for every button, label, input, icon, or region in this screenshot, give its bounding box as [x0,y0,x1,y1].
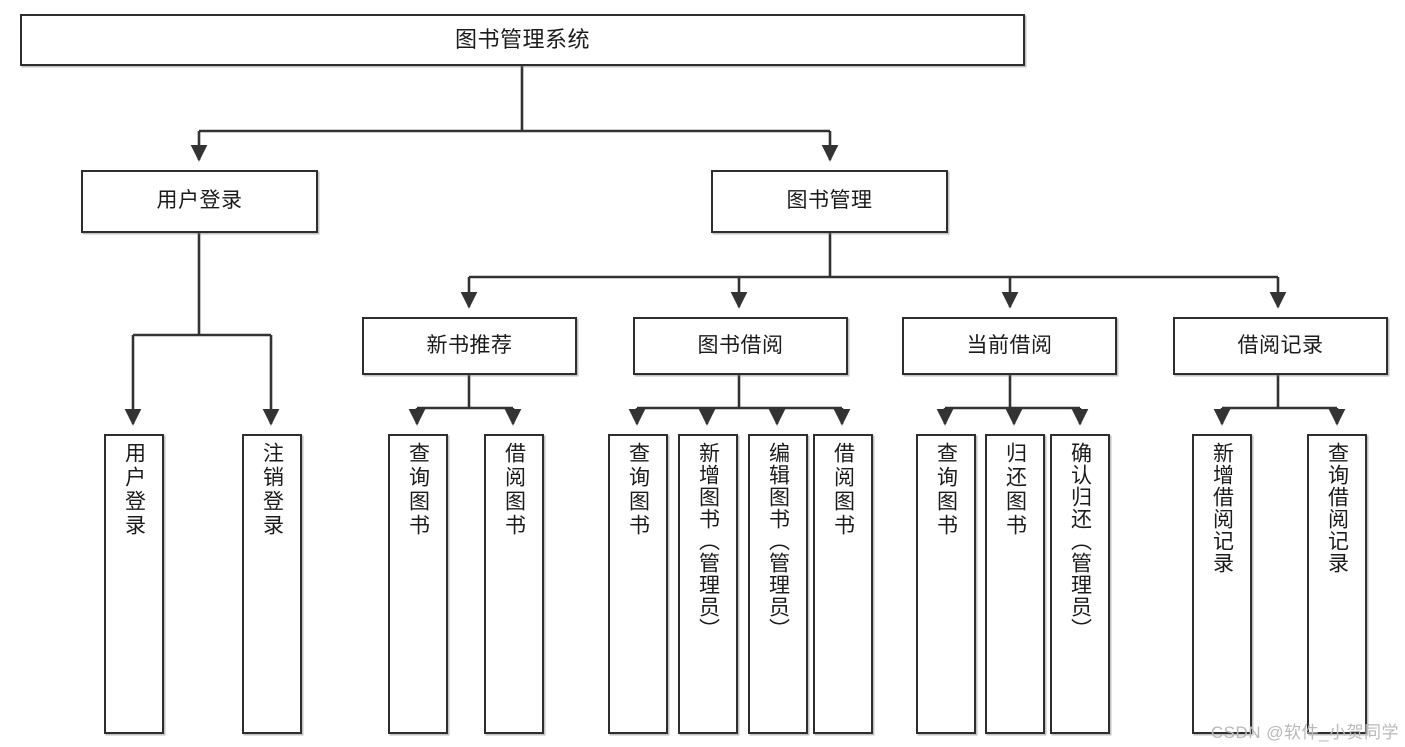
node-leaf-user-login[interactable]: 用户登录 [104,434,164,734]
node-new-book-recommend-label: 新书推荐 [426,333,513,357]
node-leaf-confirm-return-label: 确认归还（管理员） [1068,442,1092,640]
node-leaf-user-logout-label: 注销登录 [260,442,284,538]
node-root[interactable]: 图书管理系统 [20,14,1025,66]
node-book-manage-label: 图书管理 [786,189,873,213]
node-leaf-borrow-book-1-label: 借阅图书 [502,442,526,538]
node-leaf-query-record[interactable]: 查询借阅记录 [1307,434,1367,734]
node-leaf-borrow-book-2[interactable]: 借阅图书 [813,434,873,734]
node-leaf-query-book-3[interactable]: 查询图书 [916,434,976,734]
node-leaf-add-book-label: 新增图书（管理员） [696,442,720,640]
node-leaf-confirm-return[interactable]: 确认归还（管理员） [1050,434,1110,734]
node-leaf-query-record-label: 查询借阅记录 [1325,442,1349,574]
node-leaf-query-book-1-label: 查询图书 [406,442,430,538]
node-leaf-borrow-book-1[interactable]: 借阅图书 [484,434,544,734]
node-leaf-add-book[interactable]: 新增图书（管理员） [678,434,738,734]
node-current-borrow-label: 当前借阅 [966,333,1053,357]
node-leaf-add-record[interactable]: 新增借阅记录 [1192,434,1252,734]
node-leaf-query-book-2-label: 查询图书 [626,442,650,538]
node-leaf-user-logout[interactable]: 注销登录 [242,434,302,734]
node-leaf-query-book-3-label: 查询图书 [934,442,958,538]
node-leaf-edit-book-label: 编辑图书（管理员） [766,442,790,640]
node-book-manage[interactable]: 图书管理 [711,170,948,233]
node-leaf-query-book-2[interactable]: 查询图书 [608,434,668,734]
node-leaf-edit-book[interactable]: 编辑图书（管理员） [748,434,808,734]
node-book-borrow[interactable]: 图书借阅 [633,317,848,375]
node-leaf-borrow-book-2-label: 借阅图书 [831,442,855,538]
node-borrow-record-label: 借阅记录 [1237,333,1324,357]
node-leaf-return-book-label: 归还图书 [1003,442,1027,538]
node-leaf-query-book-1[interactable]: 查询图书 [388,434,448,734]
node-new-book-recommend[interactable]: 新书推荐 [362,317,577,375]
watermark: CSDN @软件_小贺同学 [1210,723,1399,742]
node-leaf-user-login-label: 用户登录 [122,442,146,538]
node-root-label: 图书管理系统 [454,27,590,53]
node-current-borrow[interactable]: 当前借阅 [902,317,1117,375]
node-user-login[interactable]: 用户登录 [81,170,318,233]
node-book-borrow-label: 图书借阅 [697,333,784,357]
node-leaf-add-record-label: 新增借阅记录 [1210,442,1234,574]
node-user-login-label: 用户登录 [156,189,243,213]
node-borrow-record[interactable]: 借阅记录 [1173,317,1388,375]
node-leaf-return-book[interactable]: 归还图书 [985,434,1045,734]
